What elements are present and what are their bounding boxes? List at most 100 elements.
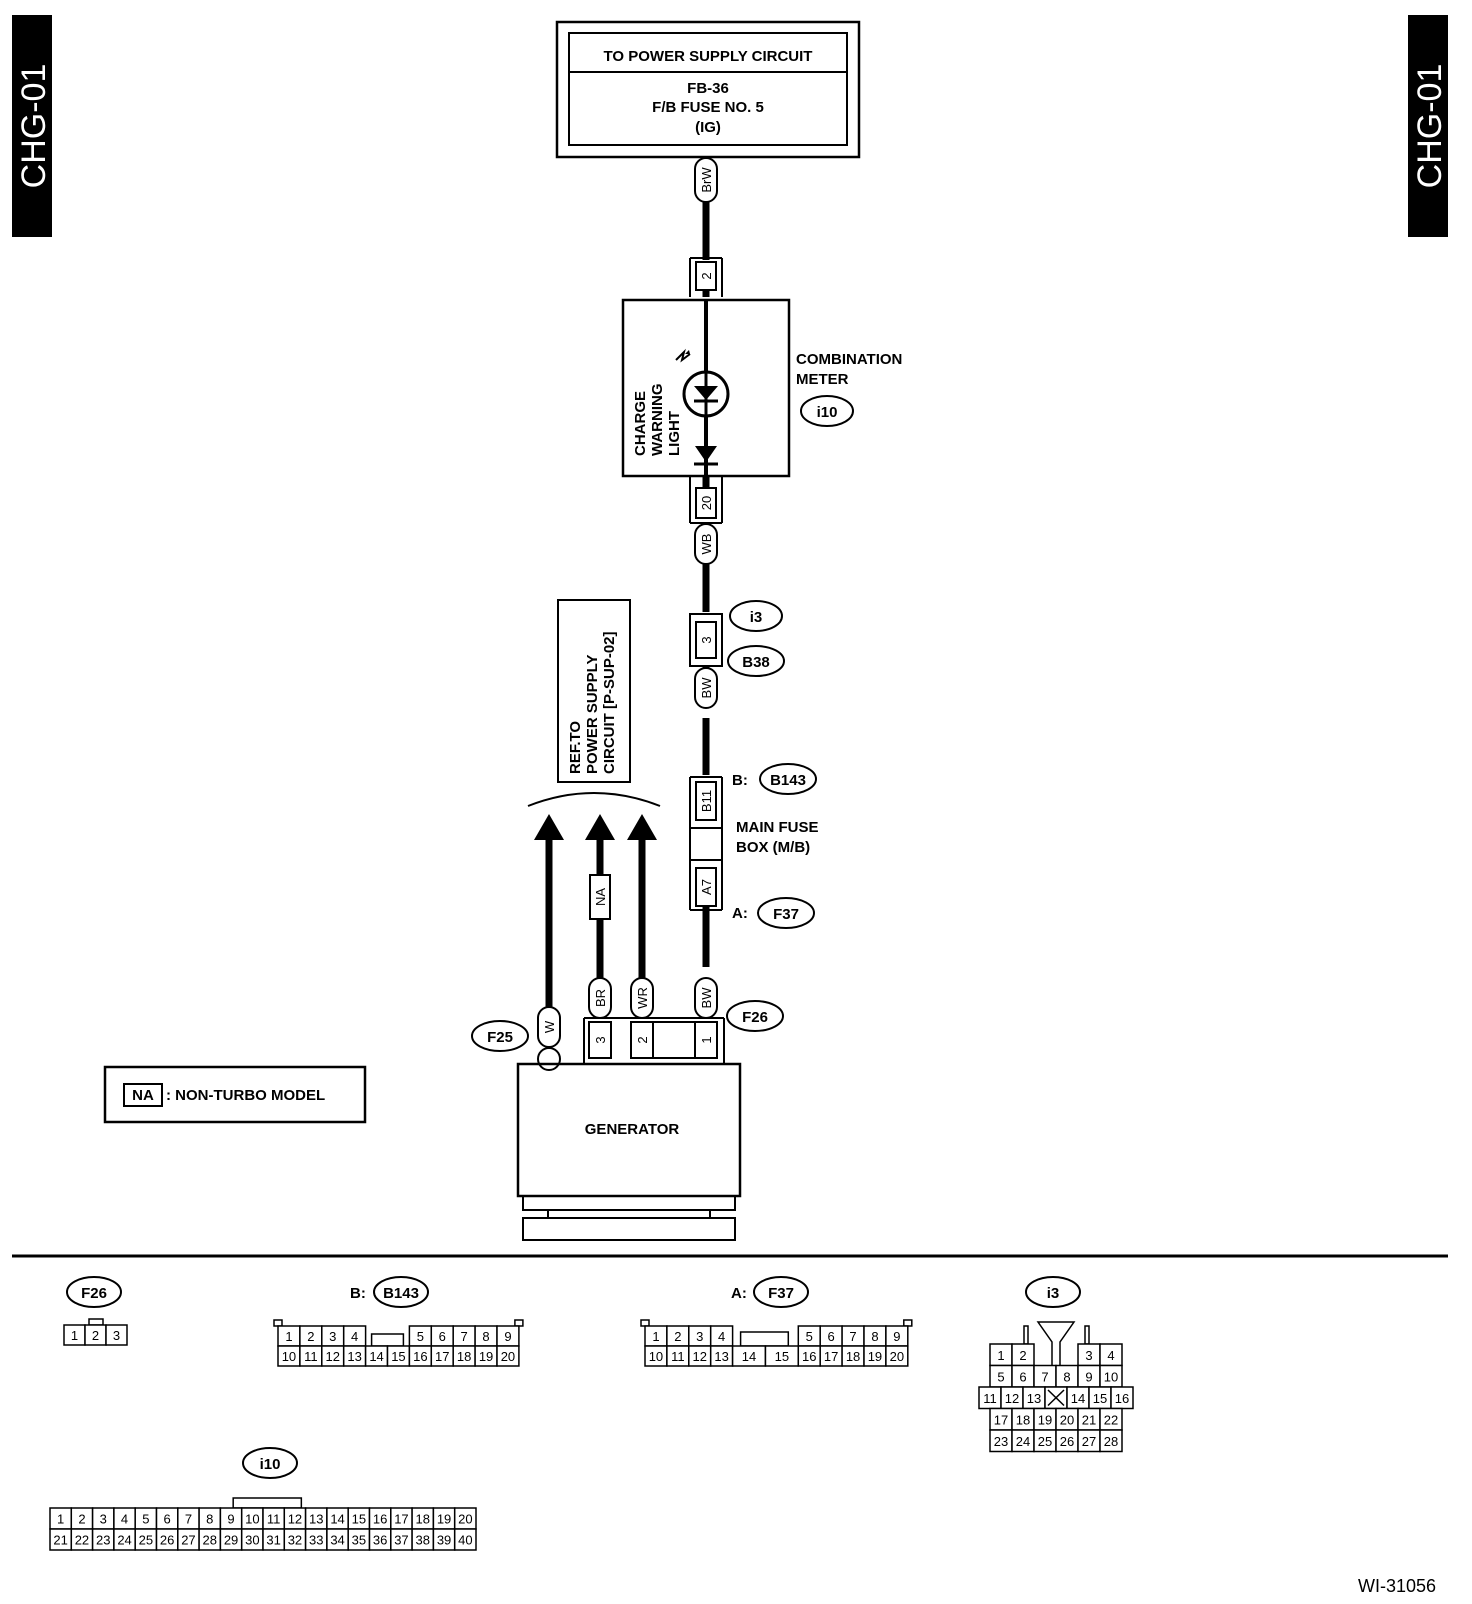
- b143-view-pin: 11: [304, 1349, 318, 1364]
- i10-view-name: i10: [260, 1456, 281, 1473]
- i3-view-pin: 16: [1115, 1391, 1129, 1406]
- f37-view-name: F37: [768, 1285, 794, 1302]
- i10-view-pin: 33: [309, 1533, 323, 1548]
- i10-view-pin: 18: [416, 1512, 430, 1527]
- i10-view-pin: 36: [373, 1533, 387, 1548]
- i10-view-pin: 17: [394, 1512, 408, 1527]
- ref-note-line1: REF.TO: [567, 721, 584, 774]
- f26-view-pin: 1: [71, 1328, 78, 1343]
- f37-view-pin: 8: [871, 1329, 878, 1344]
- f37-view-pin: 15: [775, 1349, 789, 1364]
- combination-meter-connector: i10: [817, 404, 838, 421]
- ref-note-line2: POWER SUPPLY: [584, 655, 601, 774]
- page-id-right: CHG-01: [1411, 64, 1449, 189]
- wire-code-wb: WB: [694, 523, 718, 565]
- main-fuse-box-line2: BOX (M/B): [736, 839, 810, 856]
- i3-view-pin: 22: [1104, 1412, 1118, 1427]
- svg-text:2: 2: [699, 272, 714, 279]
- i10-view-pin: 1: [57, 1512, 64, 1527]
- i10-view-pin: 3: [100, 1512, 107, 1527]
- i3-view-pin: 6: [1019, 1369, 1026, 1384]
- connector-f25-label: F25: [487, 1029, 513, 1046]
- wire-code-bw-mid: BW: [694, 666, 718, 709]
- svg-text:WR: WR: [635, 987, 650, 1009]
- i10-view-pin: 9: [227, 1512, 234, 1527]
- i10-view-pin: 14: [330, 1512, 344, 1527]
- b143-view-name: B143: [383, 1285, 419, 1302]
- f26-view-pin: 2: [92, 1328, 99, 1343]
- page-id-left: CHG-01: [15, 64, 53, 189]
- b143-view-pin: 16: [413, 1349, 427, 1364]
- b143-view-pin: 9: [504, 1329, 511, 1344]
- b143-view-pin: 1: [285, 1329, 292, 1344]
- power-supply-line3: (IG): [695, 119, 721, 136]
- b143-view-badge: [373, 1276, 429, 1308]
- i10-view-pin: 19: [437, 1512, 451, 1527]
- f37-view-pin: 7: [849, 1329, 856, 1344]
- combination-meter-label2: METER: [796, 371, 849, 388]
- connector-b143-label: B143: [770, 772, 806, 789]
- power-supply-title: TO POWER SUPPLY CIRCUIT: [604, 48, 813, 65]
- i10-view-pin: 25: [139, 1533, 153, 1548]
- main-fuse-box: B11 A7 B: B143 MAIN FUSE BOX (M/B) A: F3…: [689, 763, 819, 929]
- wire-code-bw-gen: BW: [694, 977, 718, 1019]
- i10-view-pin: 12: [288, 1512, 302, 1527]
- f37-view-pin: 13: [714, 1349, 728, 1364]
- i10-view-pin: 2: [78, 1512, 85, 1527]
- f37-view-pin: 17: [824, 1349, 838, 1364]
- legend-text: : NON-TURBO MODEL: [166, 1087, 325, 1104]
- i10-view-pin: 11: [267, 1512, 281, 1527]
- f37-view-pin: 1: [652, 1329, 659, 1344]
- i3-view-pin: 25: [1038, 1434, 1052, 1449]
- i10-view-pin: 15: [352, 1512, 366, 1527]
- i10-view-pin: 8: [206, 1512, 213, 1527]
- i3-view-pin: 20: [1060, 1412, 1074, 1427]
- b143-view-pin: 10: [282, 1349, 296, 1364]
- i3-view-pin: 3: [1085, 1348, 1092, 1363]
- f37-view-pin: 4: [718, 1329, 725, 1344]
- i3-view-pin: 26: [1060, 1434, 1074, 1449]
- power-supply-box: TO POWER SUPPLY CIRCUIT FB-36 F/B FUSE N…: [555, 20, 861, 159]
- i3-view-pin: 14: [1071, 1391, 1085, 1406]
- i10-view-pin: 21: [53, 1533, 67, 1548]
- b143-view-pin: 6: [439, 1329, 446, 1344]
- svg-text:2: 2: [635, 1036, 650, 1043]
- i3-view-pin: 1: [997, 1348, 1004, 1363]
- i10-view-pin: 29: [224, 1533, 238, 1548]
- i3-view-name: i3: [1047, 1285, 1060, 1302]
- i3-view-pin: 28: [1104, 1434, 1118, 1449]
- f37-view-prefix: A:: [731, 1285, 747, 1302]
- i3-view-pin: 2: [1019, 1348, 1026, 1363]
- legend-tag: NA: [132, 1087, 154, 1104]
- b143-view-pin: 13: [347, 1349, 361, 1364]
- i3-view-pin: 8: [1063, 1369, 1070, 1384]
- combination-meter-label1: COMBINATION: [796, 351, 902, 368]
- meter-input-connector: 2: [689, 257, 723, 297]
- f37-view-pin: 18: [846, 1349, 860, 1364]
- i10-view-pin: 38: [416, 1533, 430, 1548]
- i3-b38-connector: 3 i3 B38: [689, 600, 785, 677]
- connector-f37-label: F37: [773, 906, 799, 923]
- b143-view-pin: 5: [417, 1329, 424, 1344]
- wire-code-w: W: [537, 1006, 561, 1048]
- i10-view-pin: 10: [245, 1512, 259, 1527]
- i3-view-pin: 27: [1082, 1434, 1096, 1449]
- i10-view-badge: [242, 1447, 298, 1479]
- b143-view-pin: 7: [461, 1329, 468, 1344]
- i3-view-badge: [1025, 1276, 1081, 1308]
- b143-view-cell: [496, 1345, 520, 1367]
- i10-view-pin: 23: [96, 1533, 110, 1548]
- b143-view-pin: 20: [501, 1349, 515, 1364]
- connector-f26-label: F26: [742, 1009, 768, 1026]
- i10-view-pin: 5: [142, 1512, 149, 1527]
- i3-view-pin: 7: [1041, 1369, 1048, 1384]
- i3-view-pin: 12: [1005, 1391, 1019, 1406]
- b143-view-pin: 15: [391, 1349, 405, 1364]
- svg-text:A7: A7: [699, 879, 714, 895]
- i3-view-pin: 18: [1016, 1412, 1030, 1427]
- i3-view-cell: [1099, 1429, 1123, 1453]
- i10-view-pin: 35: [352, 1533, 366, 1548]
- i10-view-pin: 24: [117, 1533, 131, 1548]
- i10-view-pin: 34: [330, 1533, 344, 1548]
